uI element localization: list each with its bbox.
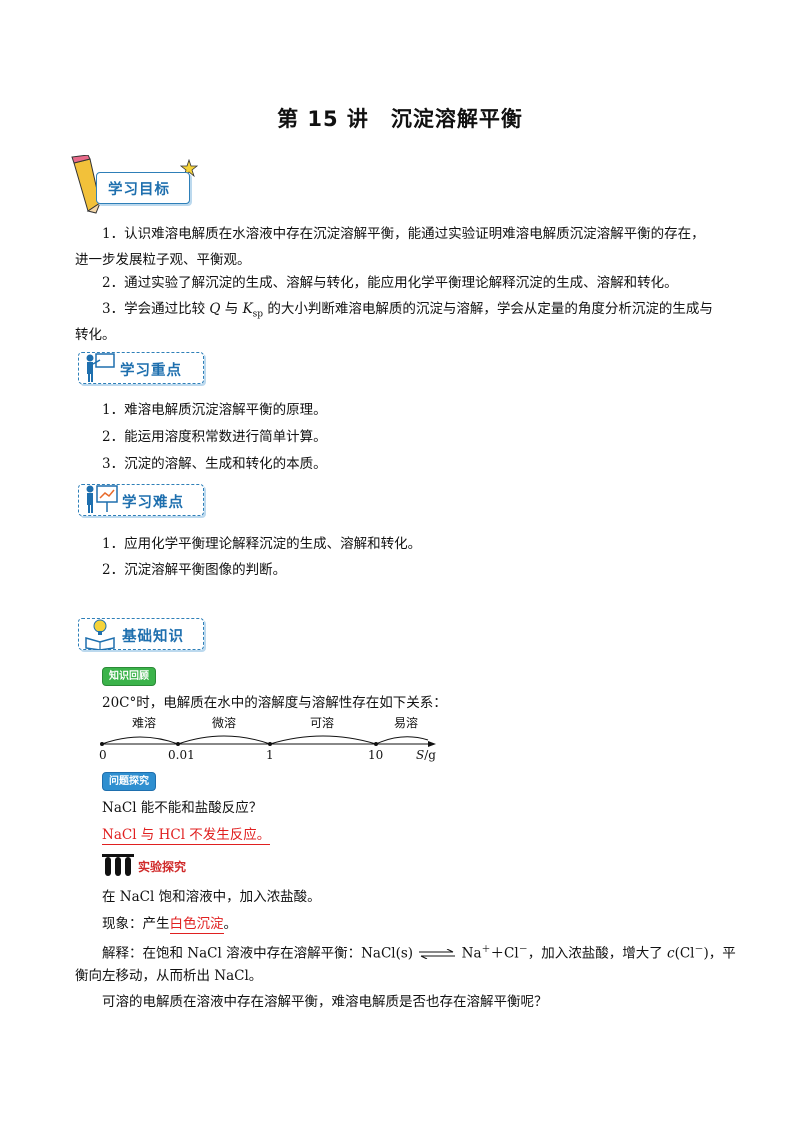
closing-question: 可溶的电解质在溶液中存在溶解平衡，难溶电解质是否也存在溶解平衡呢？: [102, 994, 548, 1010]
difficulties-label: 学习难点: [122, 495, 184, 511]
unit-label: S/g: [416, 748, 436, 762]
explain-minus: －: [518, 945, 528, 955]
inquiry-tag: 问题探究: [102, 772, 156, 791]
review-tag: 知识回顾: [102, 667, 156, 686]
presenter-icon: [86, 485, 118, 513]
review-text: 20C°时，电解质在水中的溶解度与溶解性存在如下关系：: [102, 695, 447, 711]
unit-g: /g: [424, 748, 436, 762]
tick-1: 1: [266, 748, 274, 762]
experiment-text: 在 NaCl 饱和溶液中，加入浓盐酸。: [102, 889, 321, 905]
teacher-icon: [86, 353, 115, 382]
objective-1-line2: 进一步发展粒子观、平衡观。: [75, 252, 251, 268]
tick-0-01: 0.01: [168, 748, 195, 762]
key-point-2: 2．能运用溶度积常数进行简单计算。: [102, 429, 327, 445]
explain-cl: (Cl: [674, 945, 695, 962]
answer-text: NaCl 与 HCl 不发生反应。: [102, 827, 271, 845]
explain-plus: ＋: [481, 945, 491, 955]
region-easily-soluble: 易溶: [394, 716, 419, 730]
difficulties-banner: 学习难点: [78, 484, 208, 518]
experiment-tag: 实验探究: [138, 860, 187, 874]
experiment-header: 实验探究: [102, 852, 222, 878]
basics-label: 基础知识: [122, 629, 184, 645]
region-slightly-soluble: 微溶: [212, 716, 237, 730]
solubility-scale: 难溶 微溶 可溶 易溶 0 0.01 1 10 S/g: [98, 714, 448, 764]
explain-prefix: 解释：在饱和 NaCl 溶液中存在溶解平衡：NaCl(s): [102, 945, 414, 962]
unit-s: S: [416, 748, 425, 762]
test-tubes-icon: [102, 854, 134, 876]
objective-3-part-a: 3．学会通过比较: [102, 301, 210, 317]
explain-mid: ，加入浓盐酸，增大了: [527, 945, 668, 962]
star-icon: [180, 159, 198, 177]
explain-cl-end: )，平: [703, 945, 736, 962]
objective-2: 2．通过实验了解沉淀的生成、溶解与转化，能应用化学平衡理论解释沉淀的生成、溶解和…: [102, 275, 678, 291]
key-points-label: 学习重点: [120, 363, 182, 379]
region-soluble: 可溶: [310, 716, 335, 730]
explain-line2: 衡向左移动，从而析出 NaCl。: [75, 968, 263, 984]
explain-cl-minus: －: [694, 945, 704, 955]
explain-ion-na: Na: [461, 945, 482, 962]
phenomenon-answer: 白色沉淀: [169, 916, 224, 934]
objectives-banner: 学习目标: [68, 155, 198, 215]
objective-3-ksp: sp: [252, 309, 264, 320]
objective-3-part-b: 的大小判断难溶电解质的沉淀与溶解，学会从定量的角度分析沉淀的生成与: [263, 301, 713, 317]
lightbulb-book-icon: [85, 619, 115, 650]
tick-10: 10: [368, 748, 384, 762]
region-insoluble: 难溶: [132, 716, 157, 730]
equilibrium-arrow-icon: [419, 949, 456, 959]
basics-banner: 基础知识: [78, 618, 208, 652]
phenomenon-prefix: 现象：产生: [102, 916, 170, 932]
tick-0: 0: [99, 748, 107, 762]
explain-c: c: [667, 945, 675, 962]
key-point-3: 3．沉淀的溶解、生成和转化的本质。: [102, 456, 327, 472]
page-title: 第 15 讲 沉淀溶解平衡: [277, 107, 523, 131]
question-text: NaCl 能不能和盐酸反应？: [102, 800, 263, 816]
difficulty-2: 2．沉淀溶解平衡图像的判断。: [102, 562, 287, 578]
key-point-1: 1．难溶电解质沉淀溶解平衡的原理。: [102, 402, 327, 418]
objective-1-line1: 1．认识难溶电解质在水溶液中存在沉淀溶解平衡，能通过实验证明难溶电解质沉淀溶解平…: [102, 226, 705, 242]
pencil-icon: [71, 155, 102, 214]
phenomenon-suffix: 。: [223, 916, 238, 932]
key-points-banner: 学习重点: [78, 352, 208, 386]
objective-3-k: K: [242, 301, 253, 317]
objectives-label: 学习目标: [108, 182, 170, 198]
difficulty-1: 1．应用化学平衡理论解释沉淀的生成、溶解和转化。: [102, 536, 422, 552]
objective-3-mid: 与: [220, 301, 243, 317]
objective-3-line2: 转化。: [75, 327, 116, 343]
objective-3-q: Q: [209, 301, 221, 317]
explain-ion-cl: ＋Cl: [490, 945, 519, 962]
